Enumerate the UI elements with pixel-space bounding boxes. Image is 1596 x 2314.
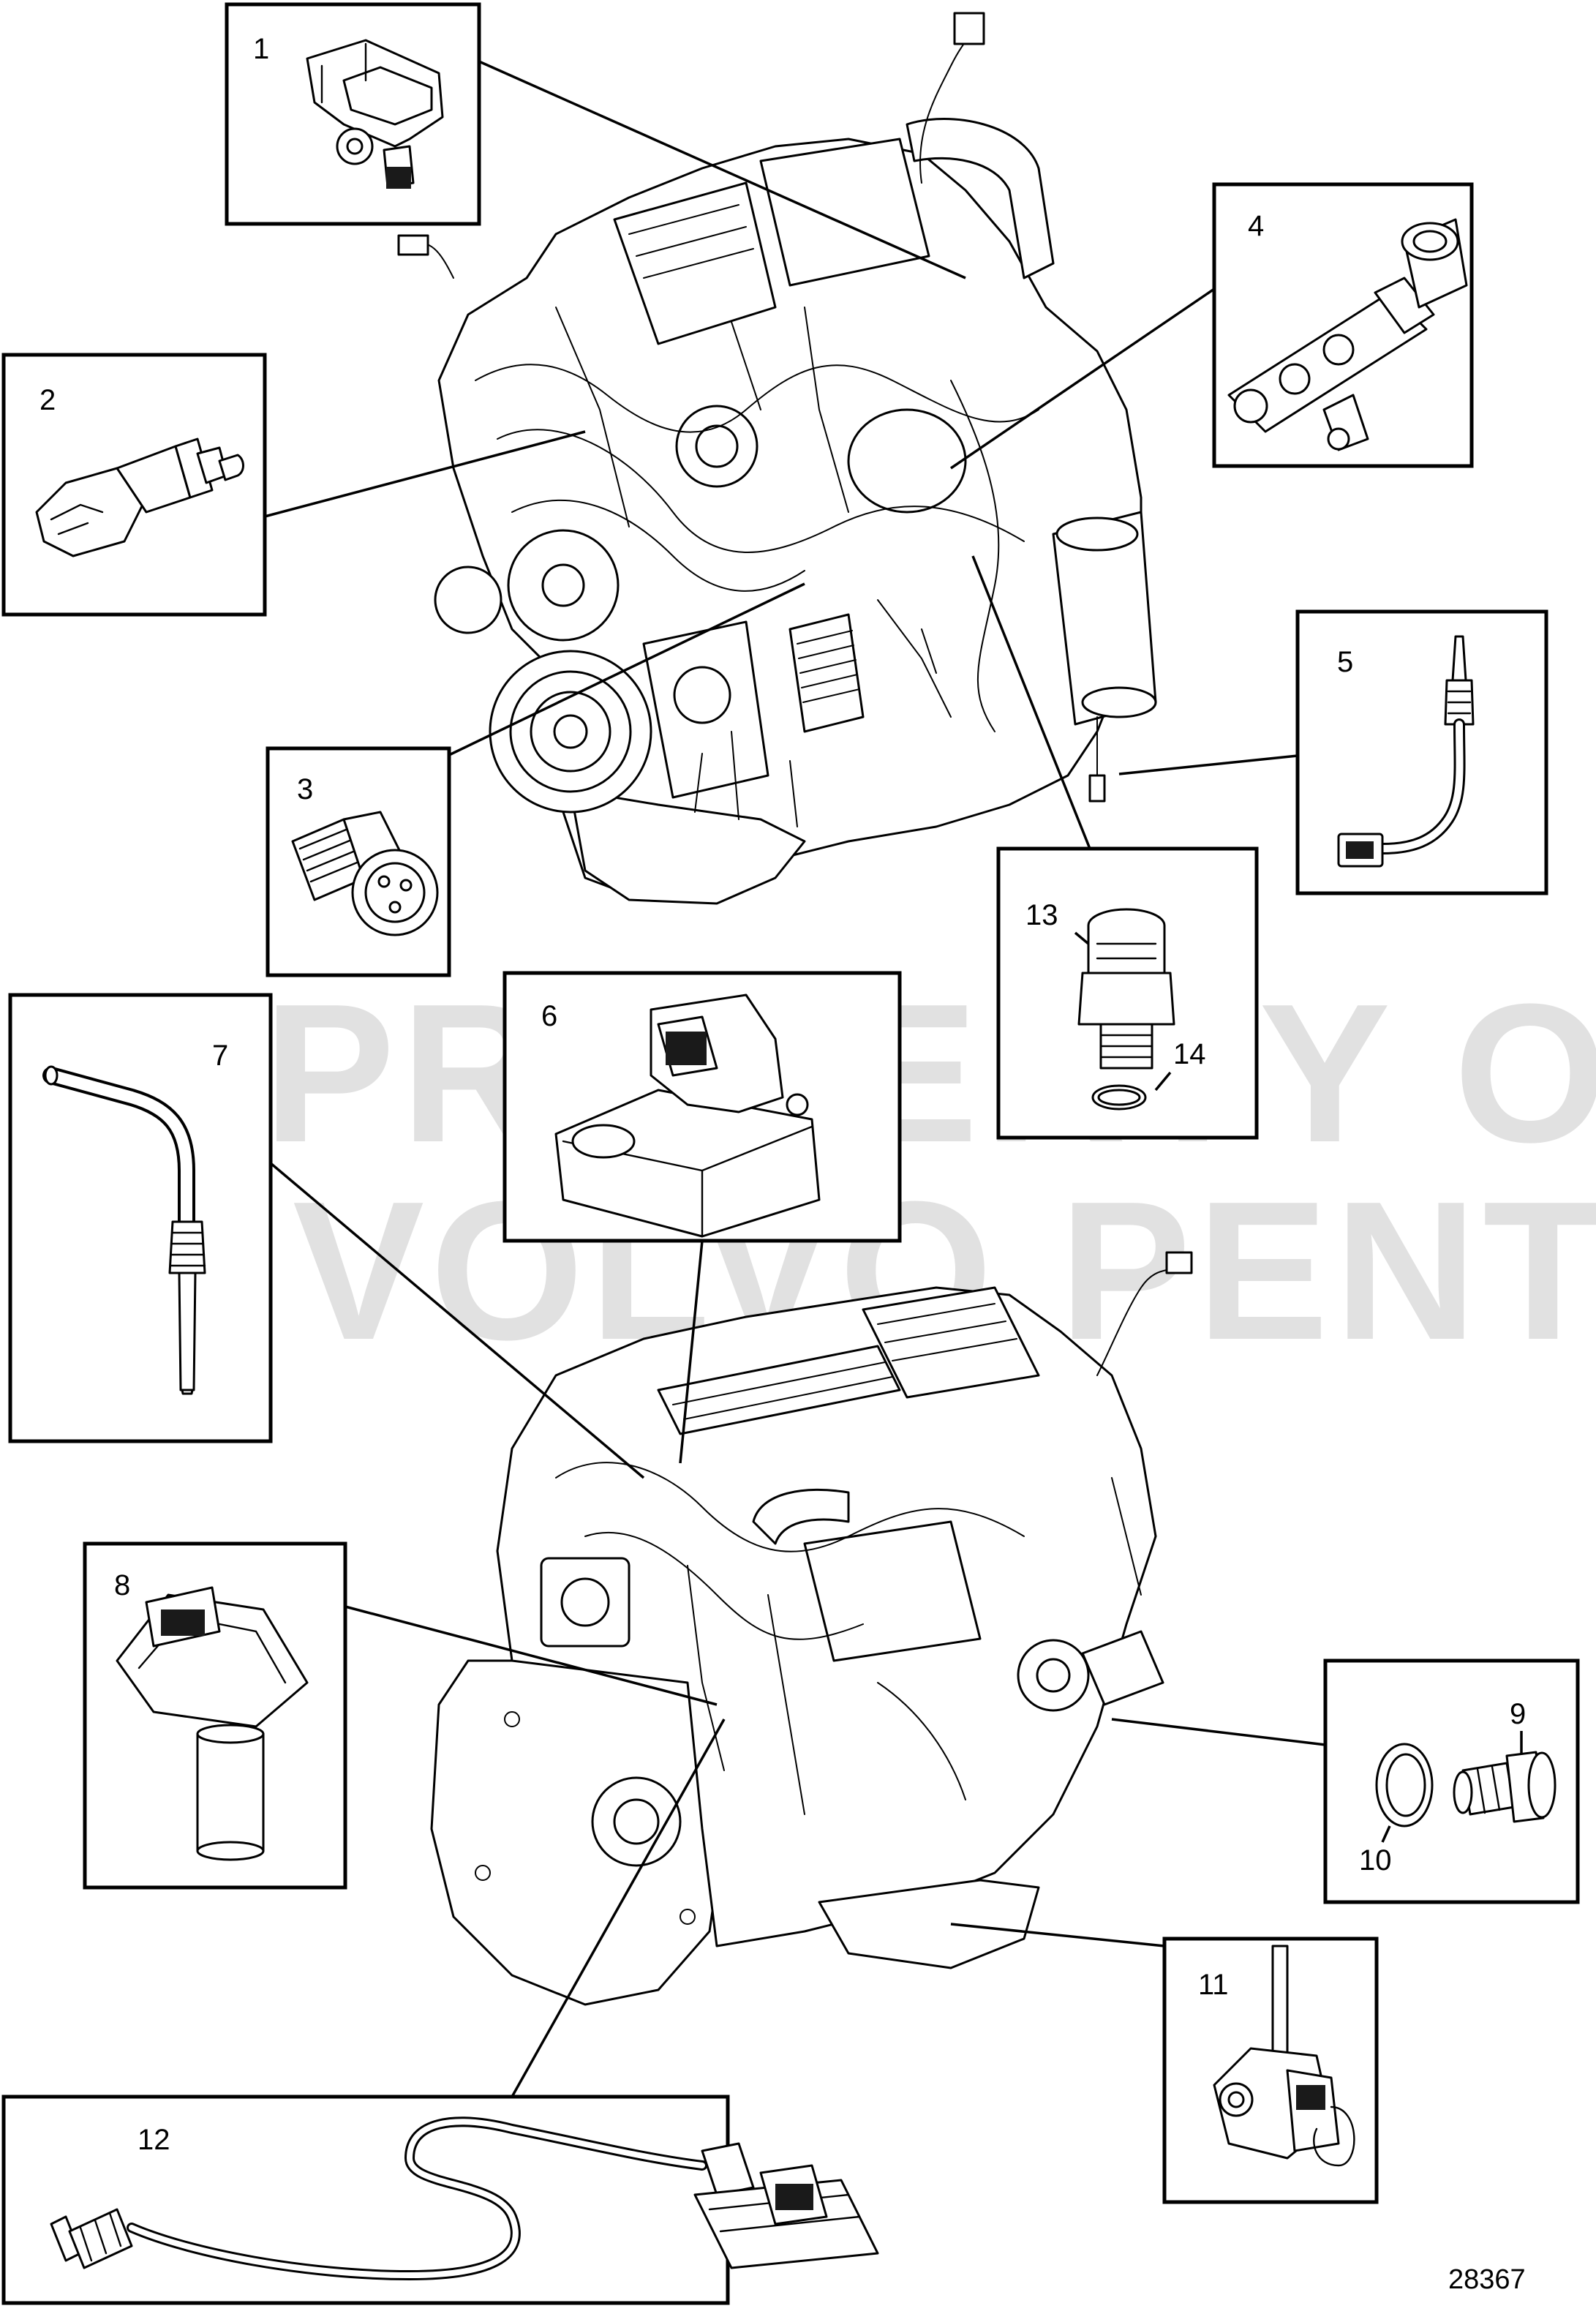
- leader-line-2: [264, 430, 586, 518]
- leader-line-4: [950, 288, 1215, 470]
- callout-number-7: 7: [212, 1040, 228, 1072]
- temperature-probe-part: [1337, 635, 1475, 868]
- module-connector: [666, 1032, 707, 1065]
- callout-number-12: 12: [138, 2124, 170, 2156]
- leader-line-10-part: [1381, 1825, 1391, 1843]
- callout-number-3: 3: [297, 773, 313, 805]
- callout-8: 8: [83, 1541, 347, 1890]
- callout-number-11: 11: [1198, 1969, 1229, 2001]
- nox-connector: [775, 2184, 813, 2210]
- callout-1: 1: [225, 2, 481, 226]
- callout-7: 7: [8, 993, 273, 1443]
- upper-engine-illustration: [397, 12, 1157, 905]
- nox-sensor-module-part: [554, 993, 821, 1238]
- reference-number: 28367: [1448, 2264, 1526, 2295]
- callout-number-10: 10: [1359, 1844, 1392, 1877]
- leader-line-8: [345, 1605, 718, 1706]
- callout-6: 6: [502, 971, 902, 1243]
- map-sensor-part: [306, 39, 444, 189]
- callout-number-13: 13: [1025, 899, 1058, 931]
- callout-number-5: 5: [1337, 646, 1353, 678]
- pressure-sensor-part: [291, 811, 439, 936]
- leader-line-5: [1118, 754, 1298, 775]
- leader-line-1: [478, 60, 966, 279]
- callout-13-14: 13 14: [996, 846, 1259, 1140]
- callout-box-11: [1162, 1937, 1379, 2204]
- nox-sensor-part: [50, 2116, 879, 2281]
- callout-number-8: 8: [114, 1569, 130, 1601]
- pressure-switch-part: [1077, 908, 1175, 1070]
- leader-line-3: [448, 582, 805, 756]
- callout-3: 3: [266, 746, 451, 977]
- sensor-tip: [386, 167, 411, 189]
- callout-number-1: 1: [253, 33, 269, 65]
- callout-number-14: 14: [1173, 1038, 1206, 1070]
- leader-line-11: [950, 1923, 1165, 1947]
- callout-box-5: [1295, 609, 1548, 895]
- sealing-washer-part: [1375, 1743, 1434, 1827]
- callout-box-9-10: [1323, 1659, 1580, 1904]
- exhaust-temperature-sensor-part: [42, 1065, 206, 1395]
- callout-12: 12: [1, 2095, 879, 2305]
- leader-line-13: [971, 555, 1091, 849]
- callout-number-2: 2: [39, 384, 56, 416]
- leader-line-14-part: [1154, 1071, 1172, 1092]
- lower-engine-illustration: [430, 1251, 1193, 2006]
- callout-number-6: 6: [541, 1000, 557, 1032]
- fuel-rail-pressure-sensor-part: [1227, 218, 1468, 451]
- callout-2: 2: [1, 353, 267, 617]
- callout-9-10: 9 10: [1323, 1659, 1580, 1904]
- oil-level-sensor-part: [1213, 1945, 1355, 2167]
- leader-line-9: [1111, 1718, 1326, 1746]
- connector-face: [1346, 841, 1374, 859]
- speed-sensor-part: [116, 1586, 309, 1861]
- callout-box-7: [8, 993, 273, 1443]
- callout-number-9: 9: [1510, 1698, 1526, 1730]
- sensor-connector: [161, 1609, 205, 1636]
- level-sensor-connector: [1296, 2085, 1325, 2110]
- callout-4: 4: [1212, 182, 1474, 468]
- callout-5: 5: [1295, 609, 1548, 895]
- watermark-line-1: PROPERTY OF: [263, 963, 1596, 1184]
- leader-line-7: [269, 1162, 645, 1479]
- leader-line-12: [511, 1718, 726, 2097]
- leader-line-6: [679, 1240, 704, 1464]
- o-ring-part: [1091, 1084, 1147, 1111]
- callout-number-4: 4: [1248, 210, 1264, 242]
- temperature-sensor-part: [35, 437, 244, 557]
- adapter-nipple-part: [1453, 1751, 1557, 1823]
- callout-11: 11: [1162, 1937, 1379, 2204]
- callout-box-12: [1, 2095, 730, 2305]
- leader-lines: [264, 60, 1326, 2097]
